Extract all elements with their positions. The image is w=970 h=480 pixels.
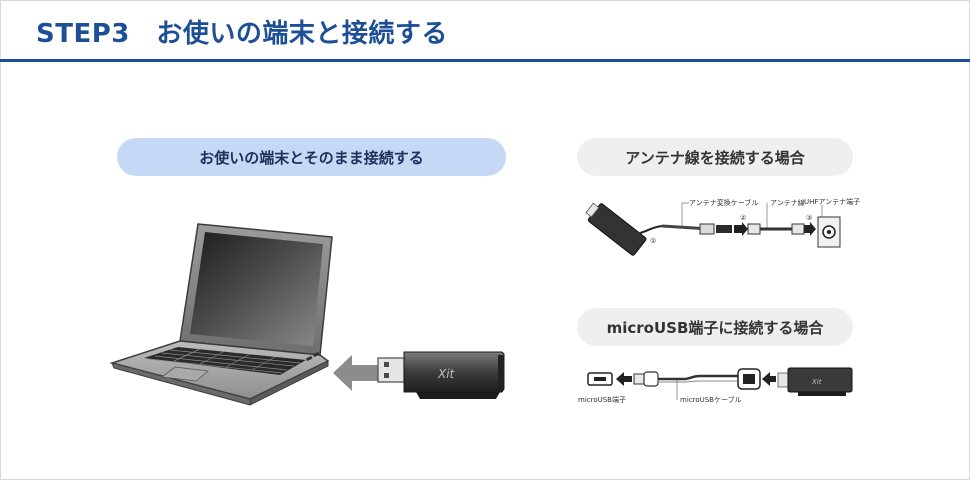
direct-connection-label: お使いの端末とそのまま接続する [117, 138, 506, 176]
laptop-illustration [109, 223, 333, 406]
page-title: STEP3 お使いの端末と接続する [36, 19, 448, 49]
laptop-touchpad [160, 366, 209, 382]
device-logo: Xit [437, 367, 456, 381]
step-1-label: ① [650, 237, 656, 245]
microusb-diagram: microUSB端子 microUSBケーブル Xit [578, 367, 853, 404]
microusb-arrow-icon [616, 372, 632, 386]
antenna-tuner-device [585, 202, 647, 256]
antenna-wire-callout: アンテナ線 [770, 198, 805, 207]
step-3-arrow-icon [804, 222, 816, 236]
step-2-label: ② [740, 214, 746, 222]
header-divider [0, 59, 970, 62]
usb-tuner-device: Xit [377, 351, 505, 399]
microusb-insert-arrow-icon [762, 372, 776, 386]
adapter-cable-callout: アンテナ変換ケーブル [689, 198, 758, 207]
uhf-terminal-callout: UHFアンテナ端子 [804, 197, 860, 206]
laptop-screen [190, 232, 323, 346]
step-3-label: ③ [806, 214, 812, 222]
antenna-connection-label: アンテナ線を接続する場合 [577, 138, 853, 176]
usb-plug [377, 357, 405, 383]
antenna-diagram: ① アンテナ変換ケーブル ② アンテナ線 ③ UHFアンテナ端子 [585, 197, 860, 256]
header: STEP3 お使いの端末と接続する [0, 0, 970, 62]
microusb-cable-callout: microUSBケーブル [680, 395, 742, 404]
insert-arrow-icon [333, 355, 378, 391]
microusb-terminal-callout: microUSB端子 [578, 395, 626, 404]
microusb-connection-label: microUSB端子に接続する場合 [577, 308, 853, 346]
microusb-device-logo: Xit [811, 378, 822, 386]
step-2-arrow-icon [734, 222, 748, 236]
